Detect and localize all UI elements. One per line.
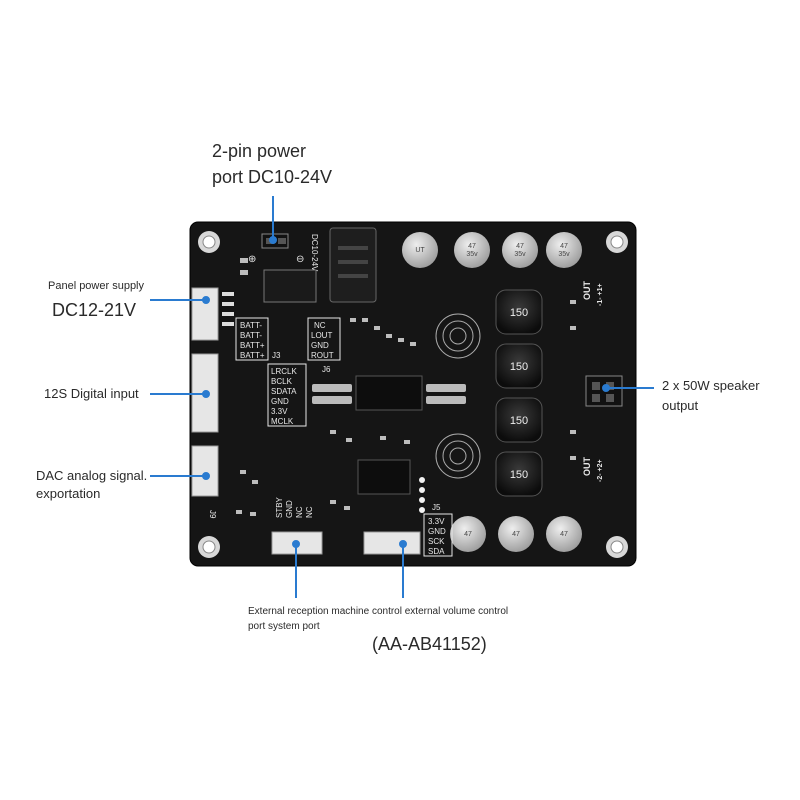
svg-text:GND: GND bbox=[285, 500, 294, 518]
dc-input-label: DC10-24V bbox=[310, 234, 319, 272]
svg-text:47: 47 bbox=[512, 531, 520, 538]
svg-text:J3: J3 bbox=[272, 351, 281, 360]
led-column bbox=[419, 477, 425, 513]
svg-text:47: 47 bbox=[468, 243, 476, 250]
svg-text:35v: 35v bbox=[514, 251, 526, 258]
panel-supply-callout: Panel power supply bbox=[48, 280, 145, 292]
dsp-chip bbox=[357, 459, 411, 495]
stby-labels: STBY GND NC NC J9 bbox=[208, 496, 314, 519]
model-number: (AA-AB41152) bbox=[372, 634, 487, 654]
svg-text:-1- +1+: -1- +1+ bbox=[597, 283, 604, 306]
ext-callout-line2: port system port bbox=[248, 621, 320, 632]
dac-callout-line2: exportation bbox=[36, 486, 101, 501]
svg-text:47: 47 bbox=[560, 243, 568, 250]
svg-text:BATT+: BATT+ bbox=[240, 341, 265, 350]
svg-text:BATT-: BATT- bbox=[240, 321, 262, 330]
svg-text:STBY: STBY bbox=[275, 496, 284, 518]
speaker-output-callout: 2 x 50W speaker output bbox=[662, 376, 760, 416]
power-callout-line2: port DC10-24V bbox=[212, 167, 333, 187]
svg-text:47: 47 bbox=[516, 243, 524, 250]
svg-text:-2- +2+: -2- +2+ bbox=[597, 459, 604, 482]
dac-callout-line1: DAC analog signal. bbox=[36, 468, 148, 483]
analog-out-labels: NC LOUT GND ROUT J6 bbox=[307, 317, 341, 374]
i2s-input-callout: 12S Digital input bbox=[44, 386, 139, 401]
svg-text:47: 47 bbox=[560, 531, 568, 538]
dac-output-callout: DAC analog signal. exportation bbox=[36, 467, 147, 503]
callout-lines bbox=[150, 196, 654, 598]
inductors: 150 150 150 150 bbox=[495, 289, 543, 497]
svg-text:150: 150 bbox=[510, 361, 528, 373]
svg-text:BATT-: BATT- bbox=[240, 331, 262, 340]
power-callout-line1: 2-pin power bbox=[212, 141, 307, 161]
svg-text:150: 150 bbox=[510, 307, 528, 319]
power-port-callout: 2-pin power port DC10-24V bbox=[212, 138, 332, 190]
smd-components bbox=[236, 258, 576, 516]
capacitors-top: 47 35v 47 35v 47 35v UT bbox=[402, 232, 582, 268]
out-labels: OUT -1- +1+ OUT -2- +2+ bbox=[582, 281, 604, 483]
svg-text:BATT+: BATT+ bbox=[240, 351, 265, 360]
svg-text:3.3V: 3.3V bbox=[271, 407, 288, 416]
svg-text:J6: J6 bbox=[322, 365, 331, 374]
svg-text:150: 150 bbox=[510, 469, 528, 481]
svg-text:⊕: ⊕ bbox=[248, 254, 256, 265]
mounting-holes bbox=[198, 231, 628, 558]
svg-text:35v: 35v bbox=[558, 251, 570, 258]
j5-labels: J5 3.3V GND SCK SDA bbox=[423, 503, 453, 557]
speaker-callout-line2: output bbox=[662, 398, 699, 413]
capacitors-bottom: 47 47 47 bbox=[450, 516, 582, 552]
svg-text:UT: UT bbox=[415, 247, 425, 254]
svg-text:LOUT: LOUT bbox=[311, 331, 332, 340]
svg-text:NC: NC bbox=[295, 506, 304, 518]
svg-text:GND: GND bbox=[271, 397, 289, 406]
svg-text:ROUT: ROUT bbox=[311, 351, 334, 360]
svg-text:GND: GND bbox=[428, 527, 446, 536]
external-control-callout: External reception machine control exter… bbox=[248, 604, 508, 634]
svg-text:47: 47 bbox=[464, 531, 472, 538]
swirl-logos bbox=[435, 313, 481, 479]
amplifier-chip bbox=[312, 375, 466, 411]
svg-text:LRCLK: LRCLK bbox=[271, 367, 297, 376]
svg-text:SCK: SCK bbox=[428, 537, 445, 546]
svg-text:35v: 35v bbox=[466, 251, 478, 258]
svg-text:SDA: SDA bbox=[428, 547, 445, 556]
panel-voltage-callout: DC12-21V bbox=[52, 300, 137, 320]
batt-labels: BATT- BATT- BATT+ BATT+ J3 bbox=[235, 317, 281, 361]
power-relay bbox=[329, 227, 377, 303]
svg-text:OUT: OUT bbox=[582, 457, 592, 477]
svg-text:NC: NC bbox=[314, 321, 326, 330]
svg-text:OUT: OUT bbox=[582, 281, 592, 301]
ferrite-block bbox=[263, 269, 317, 303]
svg-text:BCLK: BCLK bbox=[271, 377, 293, 386]
svg-text:MCLK: MCLK bbox=[271, 417, 294, 426]
bottom-connectors bbox=[271, 531, 421, 555]
svg-text:GND: GND bbox=[311, 341, 329, 350]
svg-text:⊖: ⊖ bbox=[296, 254, 304, 265]
svg-text:J5: J5 bbox=[432, 503, 441, 512]
i2s-labels: LRCLK BCLK SDATA GND 3.3V MCLK bbox=[267, 363, 307, 427]
svg-text:J9: J9 bbox=[208, 510, 217, 519]
svg-text:3.3V: 3.3V bbox=[428, 517, 445, 526]
svg-text:NC: NC bbox=[305, 506, 314, 518]
speaker-callout-line1: 2 x 50W speaker bbox=[662, 378, 760, 393]
svg-text:SDATA: SDATA bbox=[271, 387, 297, 396]
svg-text:150: 150 bbox=[510, 415, 528, 427]
ext-callout-line1: External reception machine control exter… bbox=[248, 606, 509, 617]
pin-headers bbox=[222, 292, 234, 326]
